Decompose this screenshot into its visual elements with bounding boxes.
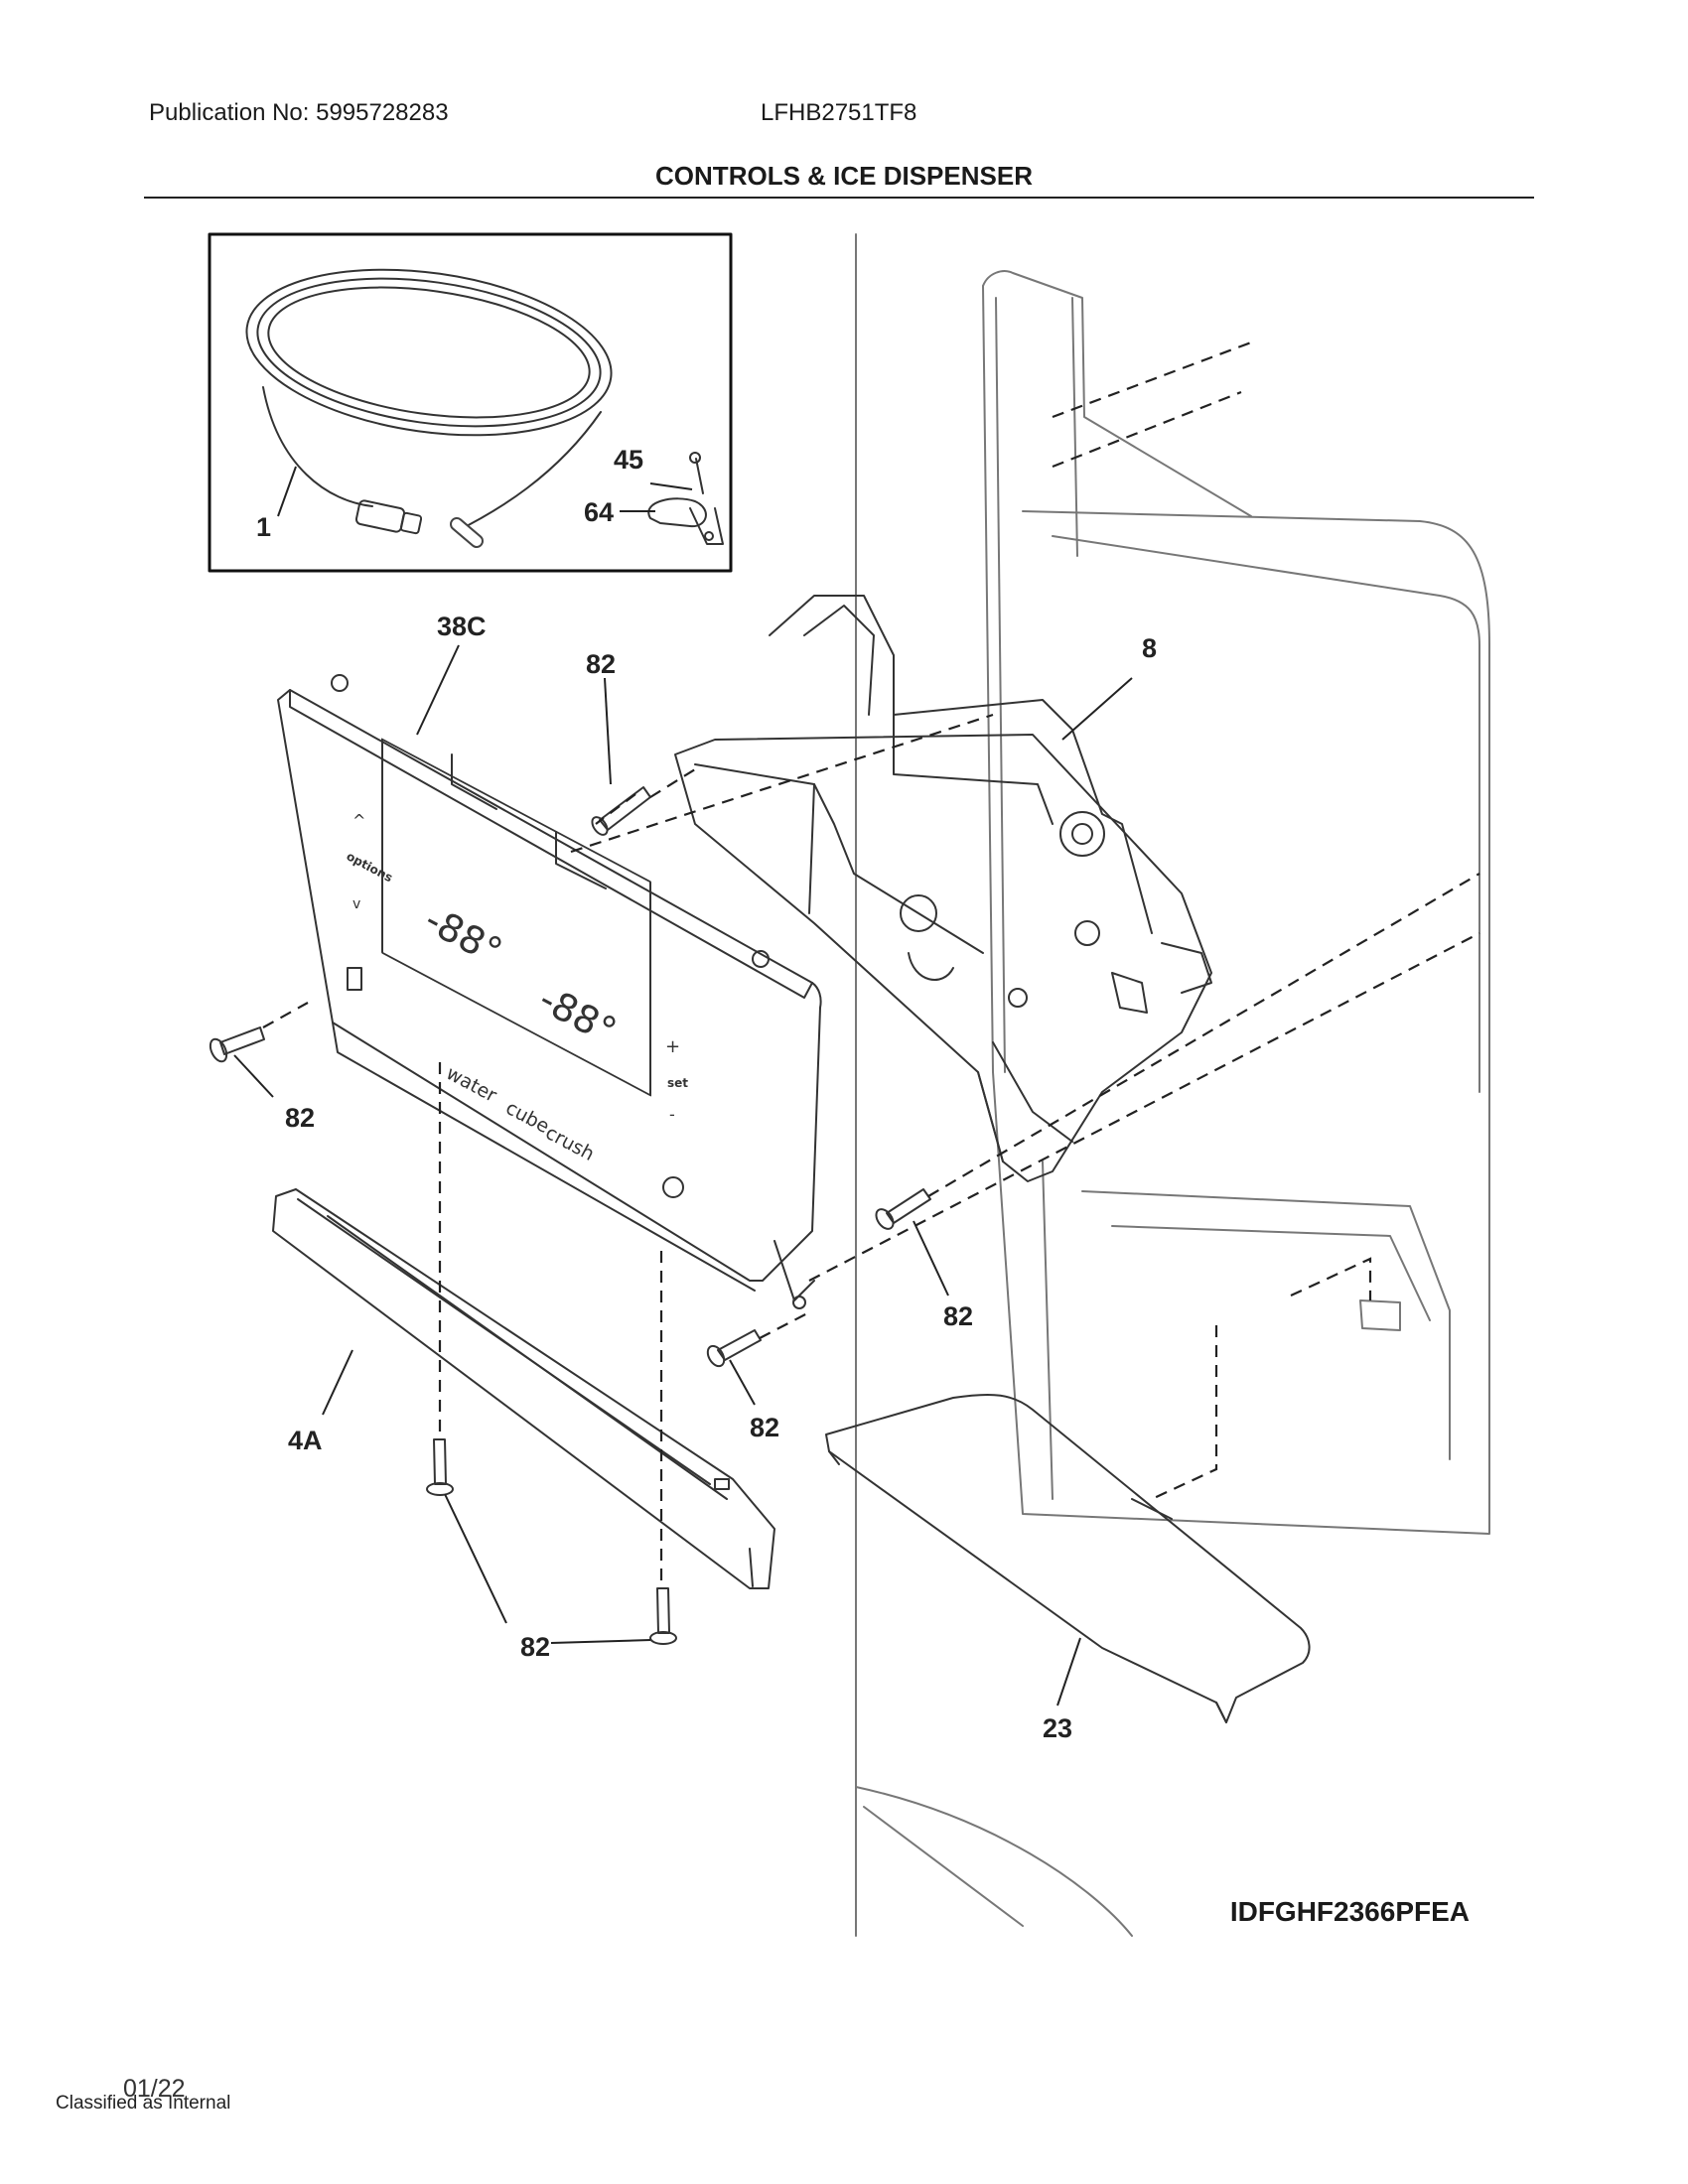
callout-82-left: 82	[285, 1103, 315, 1133]
callout-labels: 1 45 64 38C 82 8 82 82 82 4A 82 82 23	[256, 445, 1157, 1743]
panel-digits-bottom: -88°	[532, 977, 624, 1053]
classification-label: Classified as Internal	[56, 2093, 231, 2114]
panel-plus-label: +	[665, 1036, 680, 1057]
page-title: CONTROLS & ICE DISPENSER	[655, 161, 1033, 191]
tubing-coil	[245, 268, 613, 548]
panel-water-label: water	[443, 1062, 500, 1107]
callout-23: 23	[1043, 1713, 1072, 1743]
panel-digits-top: -88°	[418, 897, 509, 974]
callout-45: 45	[614, 445, 643, 475]
callout-82-mid: 82	[943, 1301, 973, 1331]
callout-82-top: 82	[586, 649, 616, 679]
clamp-part-64	[647, 497, 724, 545]
panel-minus-label: -	[669, 1105, 675, 1124]
drip-tray-part-23	[825, 1393, 1311, 1723]
callout-1: 1	[256, 512, 271, 542]
figure-id: IDFGHF2366PFEA	[1229, 1896, 1470, 1927]
screw-bottom-82	[649, 1587, 677, 1645]
panel-display-window	[381, 738, 651, 1097]
small-screw-part-45	[689, 452, 704, 494]
screw-left-82	[209, 1026, 265, 1063]
page-date: 01/22	[123, 2075, 186, 2103]
assembly-dashed-lines	[262, 341, 1480, 1588]
screw-mid-82	[875, 1188, 931, 1230]
inset-box	[208, 232, 733, 573]
header-rule	[144, 197, 1534, 199]
callout-82-bottom-center: 82	[520, 1632, 550, 1662]
panel-up-label: ^	[352, 811, 365, 830]
callout-82-right: 82	[750, 1413, 779, 1442]
panel-down-label: v	[352, 896, 360, 912]
model-number: LFHB2751TF8	[761, 99, 917, 126]
door-outline	[855, 233, 1490, 1937]
panel-printed-labels: ^ options v -88° -88° water cube crush +…	[345, 811, 689, 1165]
screw-top-82	[591, 786, 651, 836]
control-panel-part-38C	[277, 674, 822, 1309]
screw-bottom-center-82	[426, 1438, 454, 1496]
panel-options-label: options	[345, 849, 395, 885]
publication-number: Publication No: 5995728283	[149, 99, 449, 126]
callout-64: 64	[584, 497, 614, 527]
callout-38C: 38C	[437, 612, 487, 641]
screw-right-82	[706, 1329, 762, 1368]
panel-set-label: set	[667, 1076, 688, 1090]
dispenser-assembly-part-8	[674, 595, 1212, 1182]
callout-4A: 4A	[288, 1426, 323, 1455]
leader-lines	[233, 466, 1133, 1706]
panel-crush-label: crush	[542, 1122, 598, 1165]
callout-8: 8	[1142, 633, 1157, 663]
